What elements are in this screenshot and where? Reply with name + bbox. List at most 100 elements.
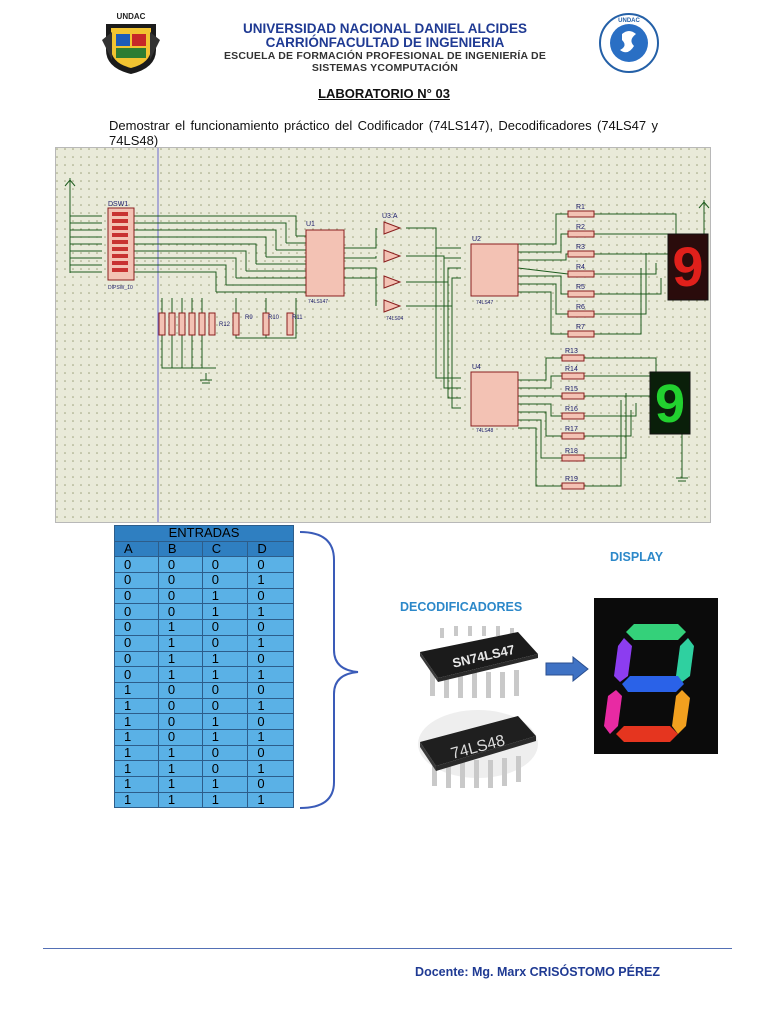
col-d: D: [247, 540, 294, 558]
school-line2: SISTEMAS YCOMPUTACIÓN: [311, 62, 459, 74]
logo-left-text: UNDAC: [117, 12, 146, 21]
cell: 0: [157, 681, 203, 699]
ic-u4: U4 74LS48: [470, 364, 519, 434]
chip-74ls47-image: SN74LS47: [418, 624, 540, 702]
resistor-label-r10: R10: [268, 315, 280, 321]
undac-shield-logo: UNDAC: [102, 10, 160, 76]
cell: 1: [201, 728, 249, 746]
docente-footer: Docente: Mg. Marx CRISÓSTOMO PÉREZ: [415, 965, 660, 979]
resistor-bank: [158, 312, 294, 336]
cell: 0: [247, 556, 294, 574]
cell: 1: [114, 697, 159, 715]
university-line1: UNIVERSIDAD NACIONAL DANIEL ALCIDES: [242, 21, 528, 36]
ic-u2: U2 74LS47: [470, 236, 519, 306]
cell: 1: [114, 760, 159, 777]
r13-label: R13: [565, 348, 578, 355]
dipswitch-label: DSW1: [108, 201, 128, 208]
cell: 0: [201, 681, 249, 699]
r17-label: R17: [565, 426, 578, 433]
ic-u1: U1 74LS147: [305, 221, 345, 305]
cell: 1: [201, 587, 249, 605]
cell: 0: [201, 619, 249, 636]
r2-label: R2: [576, 224, 585, 231]
cell: 1: [114, 713, 159, 730]
r3-label: R3: [576, 244, 585, 251]
cell: 0: [114, 619, 159, 636]
cell: 0: [157, 572, 203, 589]
cell: 1: [247, 760, 294, 777]
cell: 1: [114, 791, 159, 809]
u1-label: U1: [306, 221, 315, 228]
logo-right-text: UNDAC: [618, 18, 640, 24]
seven-segment-display-top: 9: [667, 233, 709, 301]
r5-label: R5: [576, 284, 585, 291]
cell: 1: [114, 744, 159, 762]
decoders-label: DECODIFICADORES: [400, 600, 523, 614]
cell: 1: [157, 744, 203, 762]
cell: 1: [247, 666, 294, 683]
cell: 1: [247, 791, 294, 809]
u1-part: 74LS147: [308, 299, 328, 305]
r4-label: R4: [576, 264, 585, 271]
r7-label: R7: [576, 324, 585, 331]
cell: 0: [114, 572, 159, 589]
cell: 1: [247, 603, 294, 621]
cell: 0: [114, 556, 159, 574]
cell: 1: [114, 728, 159, 746]
cell: 0: [201, 572, 249, 589]
lab-title: LABORATORIO N° 03: [318, 86, 450, 101]
dipswitch-part: DIPSW_10: [108, 285, 133, 291]
university-line2: CARRIÓNFACULTAD DE INGENIERIA: [265, 35, 505, 50]
col-b: B: [157, 540, 203, 558]
cell: 0: [157, 713, 203, 730]
seven-segment-display-image: [594, 598, 718, 754]
dip-switch: DSW1 DIPSW_10: [107, 201, 135, 291]
cell: 1: [157, 666, 203, 683]
cell: 0: [114, 650, 159, 668]
cell: 1: [201, 650, 249, 668]
cell: 1: [201, 666, 249, 683]
cell: 0: [247, 713, 294, 730]
cell: 1: [157, 619, 203, 636]
cell: 0: [157, 556, 203, 574]
cell: 1: [157, 634, 203, 652]
resistor-label-r9: R9: [245, 315, 253, 321]
ic-u3-inverters: U3:A 74LS04: [382, 213, 403, 322]
resistor-label-r12: R12: [219, 322, 231, 328]
cell: 1: [114, 776, 159, 793]
truth-table-title: ENTRADAS: [114, 525, 294, 542]
resistors-bottom: [561, 354, 585, 490]
u2-part: 74LS47: [476, 300, 493, 306]
cell: 1: [201, 791, 249, 809]
r6-label: R6: [576, 304, 585, 311]
r1-label: R1: [576, 204, 585, 211]
u4-label: U4: [472, 364, 481, 371]
cell: 0: [247, 776, 294, 793]
col-c: C: [201, 540, 249, 558]
cell: 0: [114, 587, 159, 605]
ground-icon: [200, 379, 688, 482]
u3-part: 74LS04: [386, 316, 403, 322]
cell: 0: [157, 728, 203, 746]
undac-systems-logo: UNDAC: [598, 12, 660, 74]
cell: 1: [201, 776, 249, 793]
seven-segment-display-bottom: 9: [649, 371, 691, 435]
cell: 0: [247, 681, 294, 699]
r19-label: R19: [565, 476, 578, 483]
cell: 1: [201, 603, 249, 621]
cell: 1: [157, 791, 203, 809]
footer-divider: [43, 948, 732, 949]
display-label: DISPLAY: [610, 550, 664, 564]
u2-label: U2: [472, 236, 481, 243]
